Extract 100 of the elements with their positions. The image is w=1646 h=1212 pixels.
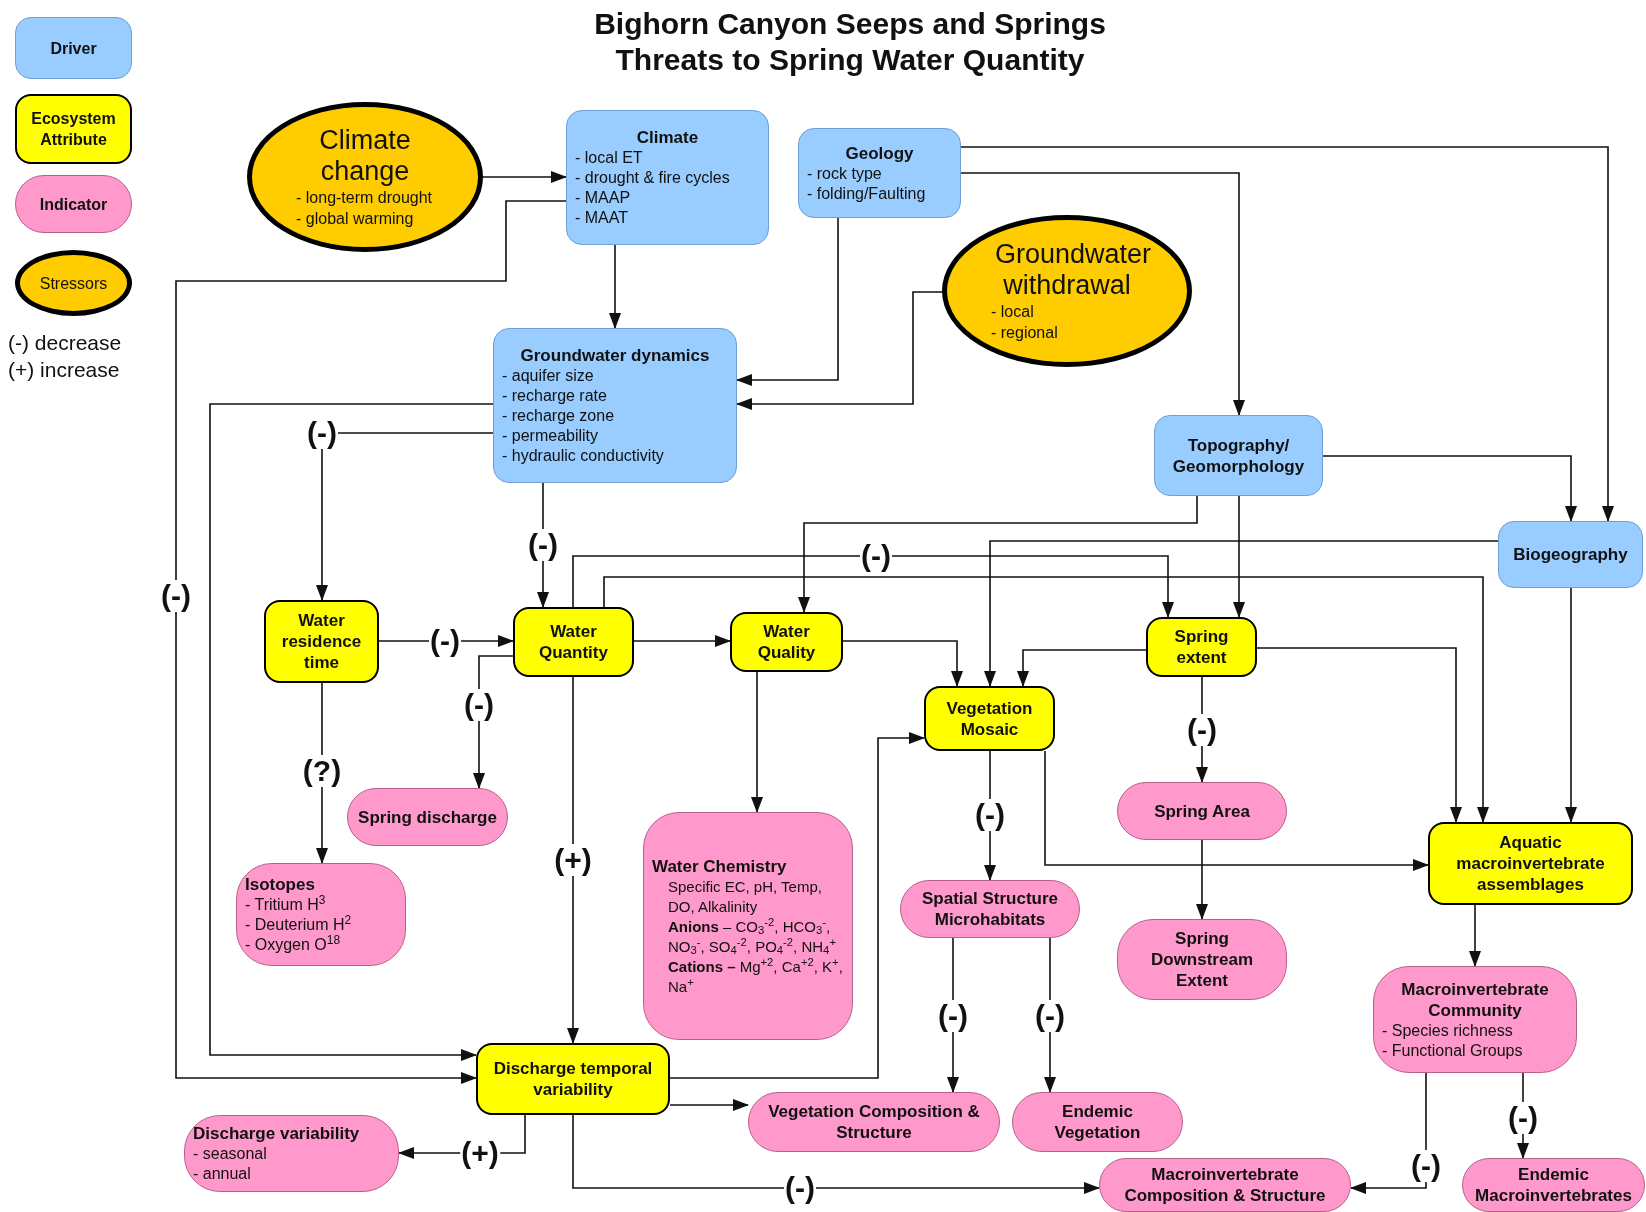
legend-text: Stressors [39, 273, 108, 294]
arrow [1256, 647, 1462, 823]
node-text: Spring Area [1153, 800, 1251, 822]
node-text: - permeability [502, 426, 600, 446]
node-title: Water Chemistry [652, 855, 788, 877]
attribute-box [1146, 617, 1257, 677]
node-text: Aquatic macroinvertebrate assemblages [1455, 832, 1606, 895]
node-title: Groundwater withdrawal [994, 239, 1153, 301]
node-text: Water residence time [280, 610, 363, 673]
attribute-box [476, 1043, 670, 1115]
indicator-box [748, 1092, 1000, 1152]
attribute-box [264, 600, 379, 683]
indicator-box [1462, 1158, 1645, 1212]
attribute-box [1428, 822, 1633, 905]
node-text: Endemic Vegetation [1053, 1101, 1142, 1143]
legend-text: Ecosystem Attribute [30, 109, 117, 150]
arrow [1565, 587, 1577, 823]
node-text: - Species richness [1382, 1020, 1514, 1041]
arrow [1044, 750, 1429, 871]
arrow [316, 432, 494, 601]
node-text: Vegetation Composition & Structure [767, 1101, 981, 1143]
edge-label: (-) [1410, 1150, 1442, 1182]
node-text: - local ET [575, 148, 644, 168]
driver-box [798, 128, 961, 218]
arrow [736, 217, 839, 386]
node-text: - Tritium H$^{3}$ [245, 895, 327, 915]
edge-label: (-) [463, 689, 495, 721]
node-text: - Functional Groups [1382, 1040, 1524, 1061]
node-text: - long-term drought [295, 188, 434, 208]
node-text: - recharge zone [502, 406, 616, 426]
arrow [572, 1114, 1100, 1194]
arrow [960, 172, 1245, 416]
legend-text: Indicator [39, 194, 108, 215]
legend-note: (-) decrease [8, 330, 122, 356]
arrow [175, 200, 567, 1084]
arrow [567, 676, 579, 1044]
edge-label: (-) [1034, 1000, 1066, 1032]
arrow [842, 640, 963, 687]
node-title: Geology [844, 142, 915, 164]
driver-box [1498, 521, 1643, 588]
arrow [1017, 649, 1147, 687]
edge-label: (-) [1507, 1102, 1539, 1134]
edge-label: (+) [553, 844, 593, 876]
node-text: Spring extent [1173, 626, 1230, 668]
attribute-box [730, 612, 843, 672]
arrow [572, 555, 1174, 618]
edge-label: (-) [160, 580, 192, 612]
indicator-box [1117, 919, 1287, 1000]
node-title: Climate change [318, 125, 412, 187]
arrow [1469, 904, 1481, 967]
legend-text: Driver [50, 38, 97, 59]
arrow [960, 146, 1614, 522]
driver-box [566, 110, 769, 245]
indicator-box [1012, 1092, 1183, 1152]
node-text: - global warming [295, 209, 415, 229]
node-text: Spatial Structure Microhabitats [920, 888, 1059, 930]
node-text: Biogeography [1512, 544, 1629, 565]
node-text: Endemic Macroinvertebrates [1474, 1164, 1633, 1206]
driver-box [493, 328, 737, 483]
node-title: Groundwater dynamics [519, 345, 711, 366]
edge-label: (?) [301, 755, 343, 787]
arrow [209, 403, 494, 1061]
arrow [1196, 839, 1208, 920]
node-text: - regional [990, 323, 1059, 343]
node-text: Cations – Mg$^{+2}$, Ca$^{+2}$, K$^{+}$, Na$^{+}$ [667, 956, 844, 997]
node-text: - seasonal [193, 1144, 268, 1164]
arrow [1322, 455, 1577, 522]
node-text: Water Quantity [538, 621, 609, 663]
node-text: Specific EC, pH, Temp, DO, Alkalinity [667, 876, 823, 917]
node-text: - MAAP [575, 188, 632, 208]
node-title: Climate [635, 127, 700, 148]
arrow [669, 1099, 749, 1111]
attribute-box [513, 607, 634, 677]
arrow [751, 671, 763, 813]
arrow [482, 171, 567, 183]
edge-label: (-) [1186, 714, 1218, 746]
arrow [984, 540, 1499, 687]
arrow [603, 576, 1489, 823]
node-text: Spring discharge [357, 806, 498, 828]
node-text: - annual [193, 1164, 252, 1184]
driver-box [1154, 415, 1323, 496]
node-text: - MAAT [575, 208, 630, 228]
arrow [1233, 495, 1245, 618]
node-text: - rock type [807, 163, 883, 184]
node-title: Discharge variability [193, 1123, 361, 1144]
edge-label: (-) [527, 529, 559, 561]
node-text: - hydraulic conductivity [502, 446, 665, 466]
indicator-box [643, 812, 853, 1040]
indicator-box [1373, 966, 1577, 1073]
node-text: Vegetation Mosaic [945, 697, 1034, 740]
node-text: - Oxygen O$^{18}$ [245, 935, 342, 955]
node-text: Topography/ Geomorphology [1171, 434, 1306, 477]
node-text: - Deuterium H$^{2}$ [245, 915, 353, 935]
attribute-box [924, 686, 1055, 751]
diagram-title: Bighorn Canyon Seeps and Springs Threats to Spring Water Quantity [593, 6, 1107, 78]
indicator-box [1099, 1158, 1351, 1212]
arrow [633, 635, 731, 647]
node-title: Isotopes [245, 874, 316, 895]
node-text: Water Quality [756, 621, 817, 663]
arrow [798, 495, 1198, 613]
